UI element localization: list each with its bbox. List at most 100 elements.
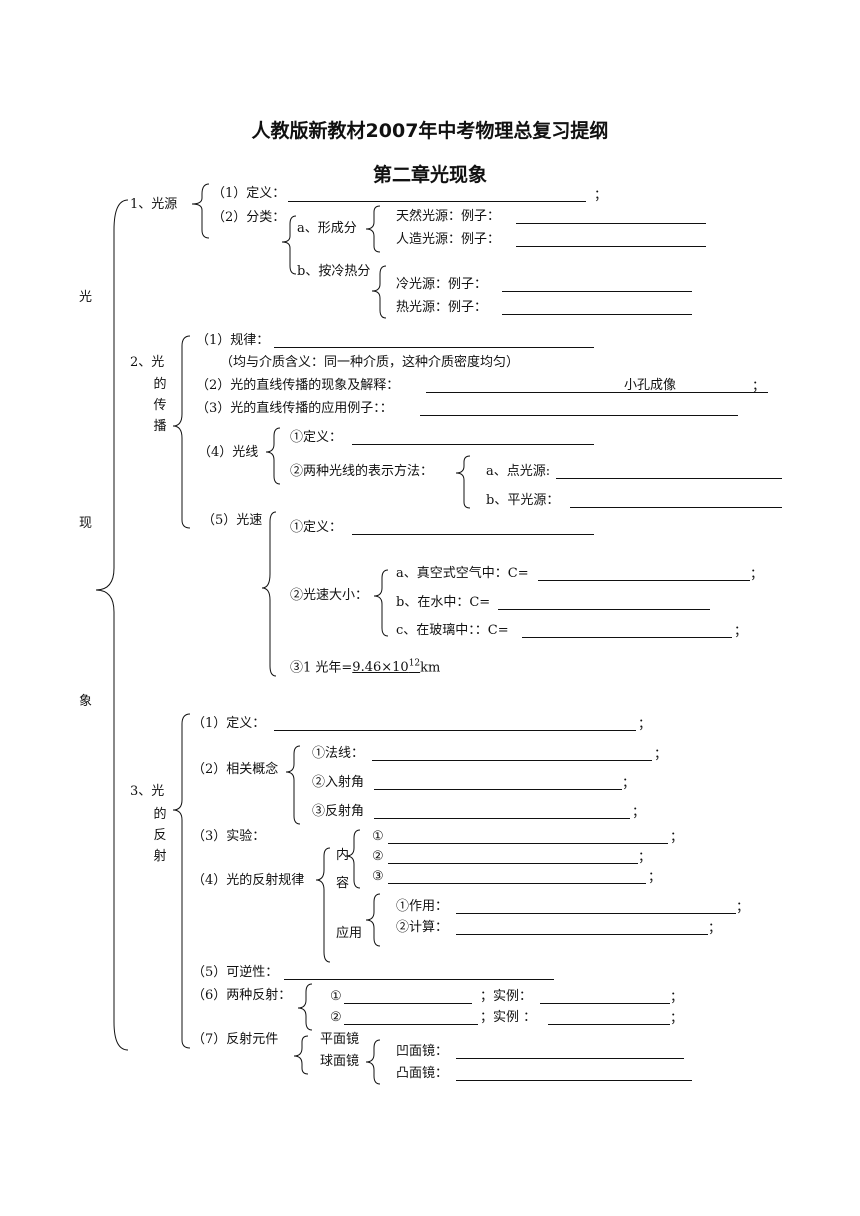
apply-label: 应用 — [336, 926, 363, 941]
semicolon: ； — [638, 850, 652, 865]
semicolon: ； — [708, 921, 722, 936]
phenomenon-label: （2）光的直线传播的现象及解释： — [196, 378, 400, 393]
example-1-label: ；实例： — [480, 989, 533, 1004]
blank-line — [456, 913, 736, 914]
reflection-type-1: ① — [330, 989, 342, 1004]
blank-line — [388, 863, 638, 864]
light-year-mantissa: 9.46×10 — [352, 660, 409, 676]
light-year-exponent: 12 — [408, 659, 421, 669]
blank-line — [570, 507, 782, 508]
brace-sphere — [365, 1039, 381, 1085]
calc-label: ②计算： — [396, 920, 449, 935]
brace-elements — [293, 1035, 309, 1075]
blank-line — [288, 201, 586, 202]
uniform-medium-note: （均与介质含义：同一种介质，这种介质密度均匀） — [220, 355, 520, 370]
brace-ray — [265, 427, 281, 485]
blank-line — [374, 789, 622, 790]
phenomenon-answer: 小孔成像 — [624, 378, 677, 393]
natural-source-label: 天然光源：例子： — [396, 209, 501, 224]
side-char-guang: 光 — [79, 290, 93, 305]
example-2-label: ；实例 ： — [480, 1010, 537, 1025]
parallel-source-label: b、平光源： — [486, 493, 560, 508]
semicolon: ； — [670, 990, 684, 1005]
content-char-1: 内 — [336, 848, 350, 863]
reflection-law-label: （4）光的反射规律 — [192, 873, 305, 888]
brace-speed-size — [373, 569, 389, 637]
semicolon: ； — [594, 188, 608, 203]
blank-line — [498, 609, 710, 610]
incidence-angle-label: ②入射角 — [312, 775, 365, 790]
content-item-1: ① — [372, 829, 384, 844]
content-item-3: ③ — [372, 869, 384, 884]
blank-line — [426, 392, 768, 393]
plane-mirror-label: 平面镜 — [320, 1032, 360, 1047]
reflection-def-label: （1）定义： — [192, 716, 266, 731]
concave-mirror-label: 凹面镜： — [396, 1044, 449, 1059]
blank-line — [516, 246, 706, 247]
heat-label: b、按冷热分 — [297, 264, 371, 279]
content-char-2: 容 — [336, 876, 350, 891]
normal-label: ①法线： — [312, 746, 365, 761]
blank-line — [456, 1058, 684, 1059]
brace-two-reflections — [297, 983, 313, 1031]
blank-line — [374, 818, 630, 819]
blank-line — [538, 580, 750, 581]
blank-line — [456, 934, 708, 935]
brace-classify — [281, 215, 297, 275]
brace-law — [315, 847, 331, 963]
side-char-xiang: 象 — [79, 694, 93, 709]
brace-light-source — [191, 183, 210, 239]
main-brace — [95, 199, 129, 1051]
blank-line — [420, 415, 738, 416]
blank-line — [556, 478, 782, 479]
use-label: ①作用： — [396, 899, 449, 914]
blank-line — [344, 1024, 478, 1025]
point-source-label: a、点光源: — [486, 464, 551, 479]
application-label: （3）光的直线传播的应用例子：： — [196, 401, 393, 416]
chapter-title: 第二章光现象 — [372, 164, 487, 186]
spherical-mirror-label: 球面镜 — [320, 1054, 360, 1069]
light-year-prefix: ③1 光年= — [290, 660, 353, 676]
light-year-unit: km — [420, 660, 441, 676]
blank-line — [344, 1003, 472, 1004]
section2-label-4: 播 — [153, 419, 167, 434]
semicolon: ； — [654, 747, 668, 762]
blank-line — [352, 534, 594, 535]
two-reflections-label: （6）两种反射： — [192, 988, 292, 1003]
blank-line — [502, 291, 692, 292]
elements-label: （7）反射元件 — [192, 1032, 279, 1047]
side-char-xian: 现 — [79, 516, 93, 531]
semicolon: ； — [750, 567, 764, 582]
semicolon: ； — [648, 870, 662, 885]
light-year-number: 9.46×1012 — [352, 659, 421, 676]
section3-label-1: 3、光 — [130, 784, 165, 799]
blank-line — [388, 883, 646, 884]
ray-two-methods-label: ②两种光线的表示方法： — [290, 464, 434, 479]
blank-line — [284, 979, 554, 980]
semicolon: ； — [638, 717, 652, 732]
glass-label: c、在玻璃中：：C= — [396, 623, 509, 638]
section2-label-1: 2、光 — [130, 355, 165, 370]
semicolon: ； — [734, 624, 748, 639]
classify-label: （2）分类： — [212, 210, 286, 225]
form-label: a、形成分 — [297, 221, 357, 236]
blank-line — [274, 347, 594, 348]
blank-line — [388, 843, 668, 844]
speed-size-label: ②光速大小： — [290, 588, 369, 603]
hot-source-label: 热光源：例子： — [396, 300, 488, 315]
semicolon: ； — [736, 900, 750, 915]
blank-line — [502, 314, 692, 315]
page-title: 人教版新教材2007年中考物理总复习提纲 — [251, 120, 609, 142]
blank-line — [540, 1003, 670, 1004]
brace-ray-two — [455, 455, 471, 509]
semicolon: ； — [622, 776, 636, 791]
ray-label: （4）光线 — [198, 445, 259, 460]
semicolon: ； — [670, 830, 684, 845]
ray-def-label: ①定义： — [290, 430, 343, 445]
speed-def-label: ①定义： — [290, 520, 343, 535]
brace-apply — [365, 893, 381, 947]
reversibility-label: （5）可逆性： — [192, 965, 279, 980]
section1-label: 1、光源 — [130, 197, 178, 212]
water-label: b、在水中：C= — [396, 595, 491, 610]
